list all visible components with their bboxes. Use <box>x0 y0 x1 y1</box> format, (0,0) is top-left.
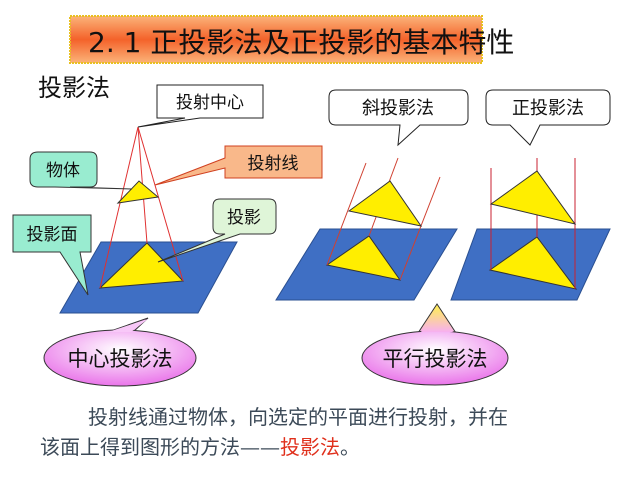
svg-text:斜投影法: 斜投影法 <box>362 98 434 119</box>
object-triangle <box>489 170 577 225</box>
callout-orthographic: 正投影法 <box>485 89 611 146</box>
projection-triangle <box>325 235 402 281</box>
callout-projection-line: 投射线 <box>154 145 323 186</box>
callout-object: 物体 <box>29 151 133 190</box>
central-projection-figure <box>59 126 238 314</box>
ellipse-parallel-projection: 平行投影法 <box>361 303 509 386</box>
projection-triangle <box>98 242 185 289</box>
definition-line-2-suffix: 。 <box>340 435 360 459</box>
svg-text:投影面: 投影面 <box>27 225 78 245</box>
definition-text: 投射线通过物体，向选定的平面进行投射，并在 该面上得到图形的方法——投影法。 <box>40 402 630 462</box>
definition-line-2-prefix: 该面上得到图形的方法—— <box>40 435 280 459</box>
svg-text:投影: 投影 <box>227 208 261 228</box>
svg-text:正投影法: 正投影法 <box>512 98 584 119</box>
svg-text:投射中心: 投射中心 <box>176 93 244 113</box>
page-title: 2. 1 正投影法及正投影的基本特性 <box>88 26 514 59</box>
section-heading: 投影法 <box>38 74 110 102</box>
callout-projection: 投影 <box>157 198 277 263</box>
projection-triangle <box>488 236 578 290</box>
oblique-projection-figure <box>275 157 458 301</box>
object-triangle <box>116 180 160 204</box>
object-triangle <box>347 180 423 227</box>
definition-highlight: 投影法 <box>280 435 340 459</box>
svg-text:平行投影法: 平行投影法 <box>383 347 488 371</box>
callout-oblique: 斜投影法 <box>328 89 469 147</box>
callout-projection-center: 投射中心 <box>137 84 264 128</box>
definition-line-1: 投射线通过物体，向选定的平面进行投射，并在 <box>88 405 508 429</box>
title-banner: 2. 1 正投影法及正投影的基本特性 <box>69 15 514 64</box>
svg-text:中心投影法: 中心投影法 <box>68 347 173 371</box>
orthographic-projection-figure <box>450 158 611 301</box>
callout-projection-plane: 投影面 <box>12 214 92 296</box>
svg-text:物体: 物体 <box>46 161 80 181</box>
ellipse-central-projection: 中心投影法 <box>43 317 197 387</box>
svg-text:投射线: 投射线 <box>248 154 299 174</box>
